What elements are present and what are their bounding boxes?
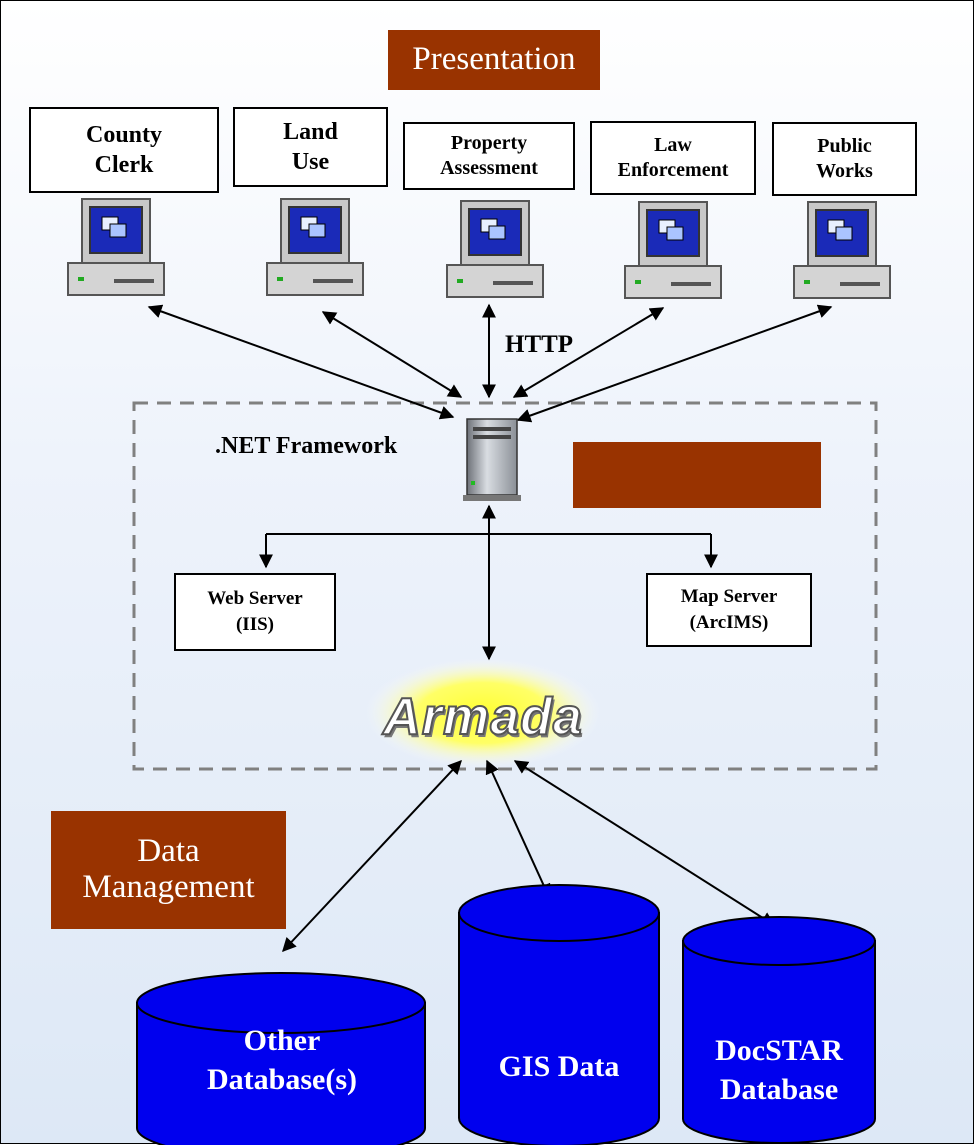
- computer-icon: [624, 201, 722, 299]
- docstar-database-cylinder: [682, 916, 876, 1144]
- server-label-line1: Web Server: [207, 588, 303, 610]
- framework-label: .NET Framework: [215, 433, 398, 459]
- server-label-line2: (IIS): [235, 614, 274, 635]
- armada-glow: [365, 658, 601, 768]
- db-label-line1: GIS Data: [498, 1050, 620, 1083]
- db-label-line1: Other: [243, 1024, 321, 1057]
- client-label-line2: Works: [816, 160, 873, 182]
- client-label-line1: Property: [450, 132, 528, 154]
- computer-icon: [266, 198, 364, 296]
- gis-data-cylinder: [458, 884, 660, 1145]
- client-label-line1: Land: [283, 119, 338, 145]
- docstar-database-label: DocSTAR Database: [691, 1031, 867, 1109]
- gis-data-label: GIS Data: [471, 1047, 647, 1086]
- arrow-public-works: [516, 304, 833, 423]
- arrow-other-database: [282, 759, 462, 953]
- client-label-line1: County: [85, 122, 163, 148]
- client-property-assessment: Property Assessment: [403, 122, 575, 190]
- server-icon: [463, 418, 521, 501]
- data-management-layer-title: Data Management: [51, 811, 286, 929]
- armada-logo: Armada: [382, 687, 583, 747]
- server-label-line1: Map Server: [680, 586, 778, 608]
- middle-layer-title: [573, 442, 821, 508]
- web-server-box: Web Server (IIS): [174, 573, 336, 651]
- arrow-county-clerk: [147, 304, 455, 420]
- client-label-line2: Enforcement: [617, 159, 729, 181]
- computer-icon: [67, 198, 165, 296]
- data-management-line2: Management: [82, 869, 255, 905]
- other-database-cylinder: [136, 972, 426, 1145]
- server-label-line2: (ArcIMS): [689, 612, 769, 633]
- arrow-land-use: [321, 311, 463, 398]
- client-label-line2: Clerk: [94, 152, 154, 178]
- client-law-enforcement: Law Enforcement: [590, 121, 756, 195]
- computer-icon: [446, 200, 544, 298]
- client-county-clerk: County Clerk: [29, 107, 219, 193]
- db-label-line1: DocSTAR: [715, 1034, 843, 1067]
- presentation-layer-title: Presentation: [388, 30, 600, 90]
- client-label-line1: Public: [817, 135, 872, 157]
- client-public-works: Public Works: [772, 122, 917, 196]
- data-management-line1: Data: [137, 833, 200, 870]
- client-label-line2: Use: [291, 149, 330, 175]
- client-label-line2: Assessment: [440, 157, 538, 179]
- map-server-box: Map Server (ArcIMS): [646, 573, 812, 647]
- arrow-gis-data: [485, 759, 551, 899]
- arrow-docstar-database: [513, 760, 776, 926]
- computer-icon: [793, 201, 891, 299]
- client-label-line1: Law: [654, 134, 692, 156]
- client-land-use: Land Use: [233, 107, 388, 187]
- db-label-line2: Database: [719, 1073, 839, 1106]
- other-database-label: Other Database(s): [177, 1021, 387, 1099]
- http-label: HTTP: [505, 331, 574, 358]
- db-label-line2: Database(s): [207, 1063, 357, 1096]
